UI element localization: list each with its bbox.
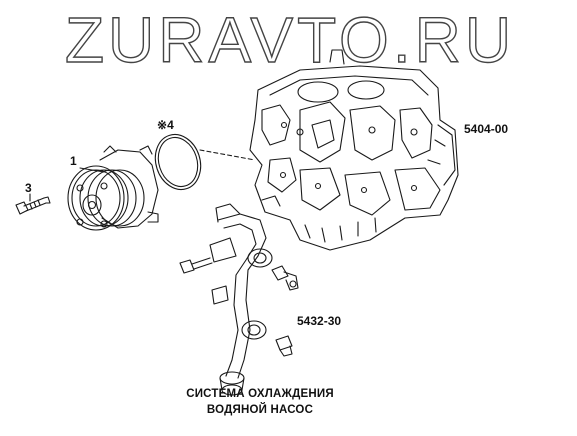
watermark: ZURAVTO.RU: [64, 4, 515, 74]
label-water-pump: 1: [70, 154, 77, 168]
small-bolt: [179, 257, 213, 274]
drain-plug: [275, 335, 293, 357]
leader-line-pump: [79, 167, 105, 173]
label-engine-block: 5404-00: [464, 122, 509, 136]
temperature-sensor: [271, 265, 299, 291]
caption-line-2: ВОДЯНОЙ НАСОС: [206, 404, 314, 416]
coolant-pipe: [209, 203, 273, 396]
label-o-ring: ※4: [157, 118, 174, 132]
leader-line: [199, 149, 256, 161]
label-coolant-pipe: 5432-30: [297, 314, 342, 328]
watermark-text: ZURAVTO.RU: [65, 4, 515, 74]
o-ring-mark: ※: [157, 118, 168, 132]
caption-line-1: СИСТЕМА ОХЛАЖДЕНИЯ: [186, 388, 334, 400]
water-pump: [67, 145, 159, 231]
bolt: [15, 196, 51, 215]
label-bolt: 3: [25, 181, 32, 195]
engine-block: [249, 49, 459, 251]
o-ring: [154, 133, 202, 191]
